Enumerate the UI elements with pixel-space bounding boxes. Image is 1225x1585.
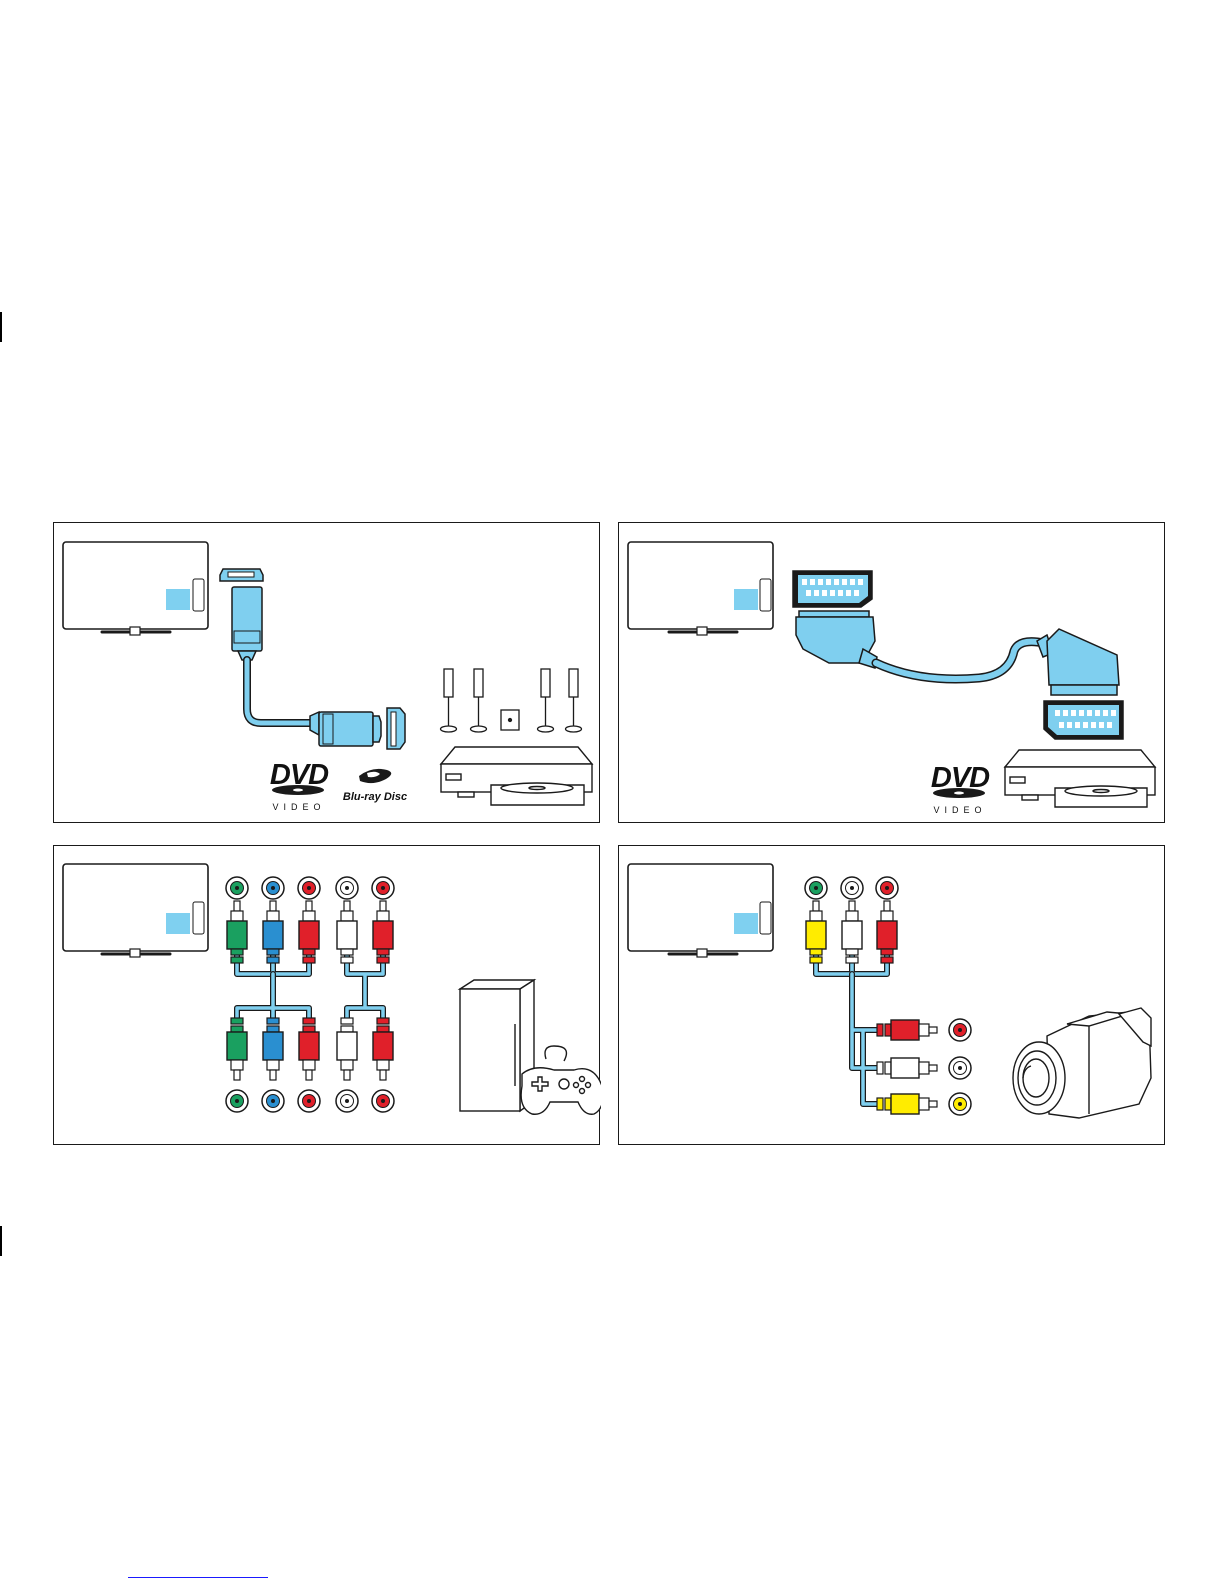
panel-hdmi: DVD VIDEO Blu-ray Disc — [53, 522, 600, 823]
dvd-logo-sub: VIDEO — [927, 805, 993, 815]
rca-jack-red-audio-bottom — [372, 1090, 394, 1112]
rca-plug-video-camcorder — [877, 1094, 937, 1114]
panel-scart: DVD VIDEO — [618, 522, 1165, 823]
rca-jack-green-bottom — [226, 1090, 248, 1112]
crop-mark-top — [0, 312, 2, 342]
rca-plug-audio-left-tv — [842, 901, 862, 963]
rca-plug-blue-bottom — [263, 1018, 283, 1080]
scart-diagram — [619, 523, 1166, 824]
rca-plug-blue-top — [263, 901, 283, 963]
dvd-logo-sub: VIDEO — [266, 802, 332, 812]
rca-plug-audio-right-tv — [877, 901, 897, 963]
tv-icon — [628, 542, 773, 635]
rca-plug-audio-left-camcorder — [877, 1058, 937, 1078]
rca-jack-audio-right-camcorder — [949, 1019, 971, 1041]
rca-plug-white-top — [337, 901, 357, 963]
footer-rule — [128, 1577, 268, 1578]
rca-plug-red-audio-top — [373, 901, 393, 963]
rca-plug-video-tv — [806, 901, 826, 963]
crop-mark-bottom — [0, 1226, 2, 1256]
bluray-logo: Blu-ray Disc — [337, 791, 413, 803]
tv-icon — [63, 542, 208, 635]
rca-plug-red-audio-bottom — [373, 1018, 393, 1080]
hdmi-cable-icon — [220, 569, 405, 749]
rca-jack-red-audio-top — [372, 877, 394, 899]
bluray-logo-word: Blu-ray Disc — [337, 791, 413, 803]
dvd-logo: DVD VIDEO — [266, 761, 332, 812]
rca-jack-blue-bottom — [262, 1090, 284, 1112]
rca-jack-white-bottom — [336, 1090, 358, 1112]
rca-plug-red-top — [299, 901, 319, 963]
rca-plug-white-bottom — [337, 1018, 357, 1080]
bluray-disc-icon — [359, 769, 391, 783]
rca-jack-blue-top — [262, 877, 284, 899]
dvd-logo: DVD VIDEO — [927, 764, 993, 815]
rca-jack-video-tv — [805, 877, 827, 899]
dvd-logo-word: DVD — [927, 764, 993, 792]
rca-jack-video-camcorder — [949, 1093, 971, 1115]
component-diagram — [54, 846, 601, 1146]
rca-plug-red-bottom — [299, 1018, 319, 1080]
home-theater-speakers-icon — [441, 669, 582, 732]
rca-jack-audio-left-camcorder — [949, 1057, 971, 1079]
rca-jack-red-top — [298, 877, 320, 899]
scart-cable-icon — [793, 571, 1123, 739]
rca-plug-green-top — [227, 901, 247, 963]
rca-jack-green-top — [226, 877, 248, 899]
composite-diagram — [619, 846, 1166, 1146]
rca-jack-white-top — [336, 877, 358, 899]
rca-plug-green-bottom — [227, 1018, 247, 1080]
composite-cable-icon — [805, 877, 971, 1115]
rca-jack-red-bottom — [298, 1090, 320, 1112]
panel-composite — [618, 845, 1165, 1145]
rca-plug-audio-right-camcorder — [877, 1020, 937, 1040]
dvd-logo-word: DVD — [266, 761, 332, 789]
camcorder-icon — [1013, 1008, 1151, 1118]
tv-icon — [628, 864, 773, 957]
disc-player-icon — [1005, 750, 1155, 807]
panel-component — [53, 845, 600, 1145]
component-cable-icon — [226, 877, 394, 1112]
rca-jack-audio-right-tv — [876, 877, 898, 899]
disc-player-icon — [441, 747, 592, 805]
rca-jack-audio-left-tv — [841, 877, 863, 899]
tv-icon — [63, 864, 208, 957]
